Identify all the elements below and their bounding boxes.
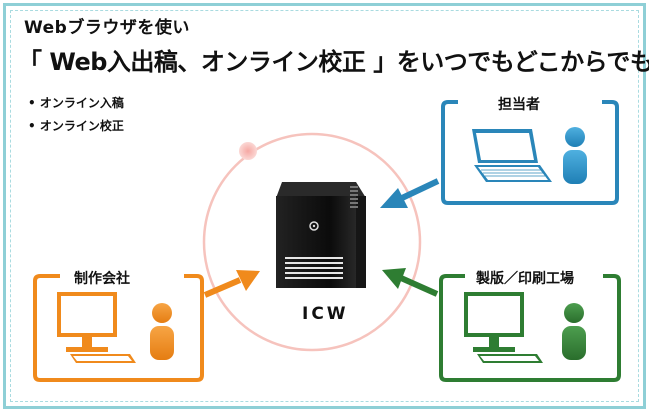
- laptop-icon: [472, 129, 552, 182]
- server-icon: [276, 182, 366, 288]
- server-label: ICW: [302, 304, 349, 324]
- subtitle: Webブラウザを使い: [24, 18, 190, 38]
- agency-person-icon: [150, 303, 174, 360]
- arrow-staff-to-server: [380, 178, 440, 208]
- staff-person-icon: [563, 127, 587, 184]
- staff-label: 担当者: [492, 94, 546, 114]
- headline: 「 Web入出稿、オンライン校正 」をいつでもどこからでも: [18, 48, 649, 76]
- arrow-agency-to-server: [203, 270, 260, 298]
- desktop-computer-icon: [464, 292, 543, 363]
- orbit-dot: [239, 142, 257, 160]
- print-person-icon: [562, 303, 586, 360]
- print-factory-label: 製版／印刷工場: [470, 268, 580, 288]
- desktop-computer-icon: [57, 292, 136, 363]
- feature-online-proofing: オンライン校正: [28, 115, 124, 138]
- arrow-print-to-server: [382, 268, 439, 297]
- agency-box: [33, 274, 204, 382]
- orbit-ring: [202, 132, 422, 352]
- agency-label: 制作会社: [68, 268, 136, 288]
- staff-box: [441, 100, 619, 205]
- inner-dashed-border: [10, 10, 639, 402]
- print-factory-box: [439, 274, 621, 382]
- feature-online-submission: オンライン入稿: [28, 92, 124, 115]
- feature-list: オンライン入稿 オンライン校正: [28, 92, 124, 138]
